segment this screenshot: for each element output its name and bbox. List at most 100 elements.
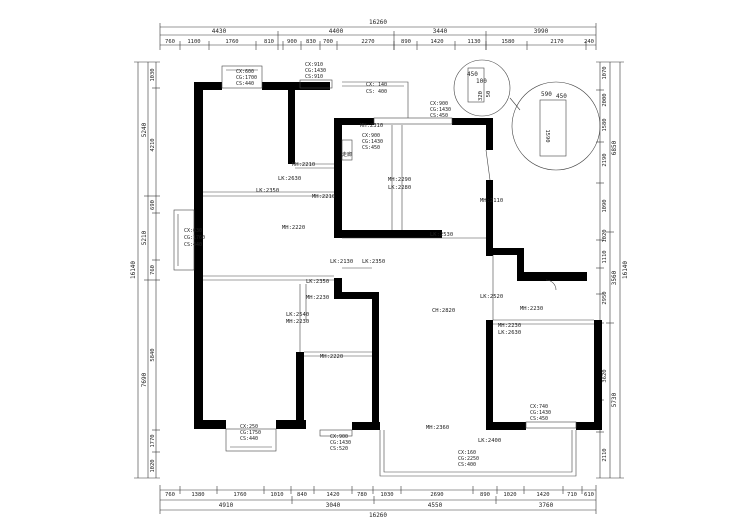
detail-callouts: 450 100 320 50 590 450 1590 (453, 59, 601, 171)
dim-top-detail: 2270 (361, 39, 374, 45)
room-label: CH:2820 (432, 308, 455, 314)
dim-right-detail: 2110 (602, 448, 608, 461)
room-label: LK:2530 (430, 232, 453, 238)
dim-bottom-mid: 4910 (219, 502, 234, 509)
dim-top-detail: 1100 (187, 39, 200, 45)
dim-bottom-total: 16260 (369, 512, 387, 519)
detail-label: 450 (467, 71, 478, 78)
room-label: MH:2310 (360, 123, 383, 129)
dim-bottom-detail: 1420 (536, 492, 549, 498)
left-dimensions: 16140 5240 5210 7690 1030 4210 690 760 5… (130, 61, 160, 479)
dim-top-detail: 2170 (550, 39, 563, 45)
dim-left-total: 16140 (130, 261, 137, 279)
dim-bottom-detail: 1420 (326, 492, 339, 498)
dim-right-detail: 1580 (602, 118, 608, 131)
right-dimensions: 1070 2000 1580 2190 1090 1020 1110 2950 … (596, 61, 629, 479)
dim-bottom-detail: 2690 (430, 492, 443, 498)
dim-left-detail: 4210 (150, 138, 156, 151)
dim-top-detail: 830 (306, 39, 316, 45)
dim-top-mid: 3990 (534, 28, 549, 35)
room-label: LK:2520 (480, 294, 503, 300)
dim-top-detail: 1130 (467, 39, 480, 45)
room-label: MH:2220 (320, 354, 343, 360)
dim-bottom-detail: 890 (480, 492, 490, 498)
room-label: MH:2360 (426, 425, 449, 431)
dim-right-detail: 2190 (602, 153, 608, 166)
dim-bottom-detail: 1020 (503, 492, 516, 498)
dim-left-mid: 7690 (141, 372, 148, 387)
detail-label: 100 (476, 78, 487, 85)
dim-left-detail: 760 (150, 265, 156, 275)
bottom-dimensions: 760 1380 1760 1010 840 1420 780 1030 269… (159, 485, 597, 519)
dim-left-detail: 1030 (150, 68, 156, 81)
dim-bottom-detail: 1030 (380, 492, 393, 498)
dim-right-total: 16140 (622, 261, 629, 279)
room-label: MH:2220 (282, 225, 305, 231)
detail-label: 320 (478, 91, 484, 101)
dim-right-mid: 5730 (611, 392, 618, 407)
dim-right-detail: 1070 (602, 66, 608, 79)
dim-left-detail: 1020 (150, 459, 156, 472)
dim-top-total: 16260 (369, 19, 387, 26)
dim-left-detail: 5840 (150, 348, 156, 361)
dim-top-detail: 1420 (430, 39, 443, 45)
room-label: LK:2350 (256, 188, 279, 194)
dim-right-mid: 3560 (611, 270, 618, 285)
detail-label: 1590 (544, 129, 550, 142)
room-label: MH:2210 (292, 162, 315, 168)
dim-right-mid: 6850 (611, 140, 618, 155)
dim-top-detail: 760 (165, 39, 175, 45)
room-label: MH:2230 (520, 306, 543, 312)
dim-left-mid: 5210 (141, 230, 148, 245)
dim-bottom-detail: 610 (584, 492, 594, 498)
top-dimensions: 16260 4430 4400 3440 3990 760 1100 1760 … (159, 19, 597, 50)
dim-top-mid: 4400 (329, 28, 344, 35)
dim-top-detail: 1580 (501, 39, 514, 45)
dim-right-detail: 2000 (602, 93, 608, 106)
dim-top-mid: 4430 (212, 28, 227, 35)
dim-bottom-detail: 710 (567, 492, 577, 498)
thin-lines (173, 65, 594, 477)
dim-right-detail: 1090 (602, 199, 608, 212)
room-label: LK:2350 (362, 259, 385, 265)
dim-left-detail: 1770 (150, 434, 156, 447)
dim-bottom-mid: 4550 (428, 502, 443, 509)
dim-left-mid: 5240 (141, 122, 148, 137)
dim-top-detail: 700 (323, 39, 333, 45)
detail-label: 450 (556, 93, 567, 100)
room-label: LK:2400 (478, 438, 501, 444)
dim-top-detail: 240 (584, 39, 594, 45)
dim-left-detail: 690 (150, 200, 156, 210)
dim-bottom-mid: 3760 (539, 502, 554, 509)
detail-label: 50 (486, 91, 492, 98)
dim-bottom-detail: 840 (297, 492, 307, 498)
dim-right-detail: 1020 (602, 229, 608, 242)
room-label: MH:2230 (306, 295, 329, 301)
dim-right-detail: 3620 (602, 369, 608, 382)
dim-right-detail: 1110 (602, 250, 608, 263)
dim-top-detail: 810 (264, 39, 274, 45)
dim-top-detail: 900 (287, 39, 297, 45)
room-label: LK:2130 (330, 259, 353, 265)
room-label: MH:2230 (286, 319, 309, 325)
walls (194, 82, 602, 430)
dim-bottom-detail: 1760 (233, 492, 246, 498)
room-label: LK:2540 (286, 312, 309, 318)
dim-bottom-mid: 3040 (326, 502, 341, 509)
room-label: LK:2630 (498, 330, 521, 336)
room-labels: MH:2310 MH:2210 LK:2630 LK:2350 MH:2210 … (256, 123, 543, 444)
dim-right-detail: 2950 (602, 291, 608, 304)
room-label: MH:2110 (480, 198, 503, 204)
dim-top-detail: 1760 (225, 39, 238, 45)
room-label: LK:2350 (306, 279, 329, 285)
